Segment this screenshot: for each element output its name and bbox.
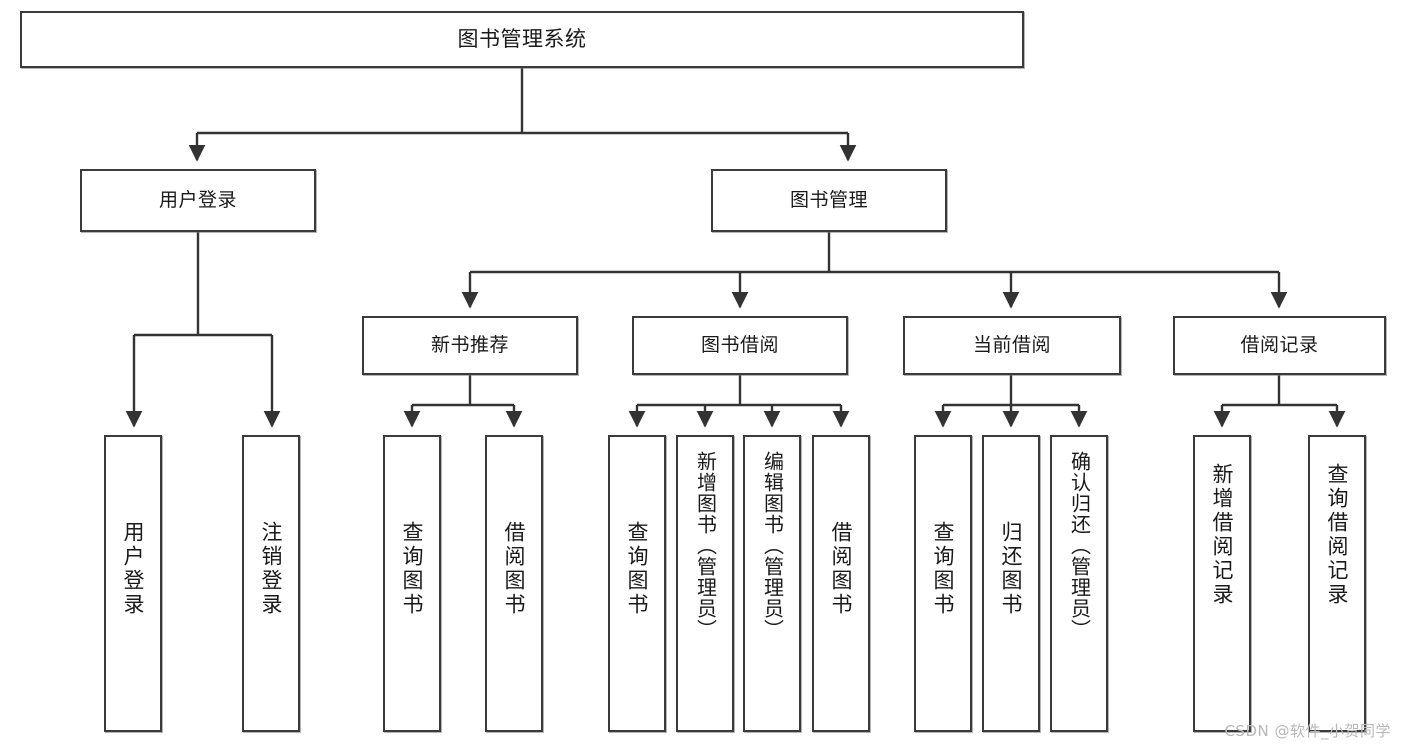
node-user-login[interactable]: 用户登录 [80,169,316,232]
node-book-management[interactable]: 图书管理 [711,169,947,232]
node-book-borrowing[interactable]: 图书借阅 [632,316,848,375]
node-current-borrowing[interactable]: 当前借阅 [903,316,1121,375]
leaf-book-borrow-add-book-admin[interactable]: 新增图书（管理员） [676,435,734,732]
leaf-current-borrow-query-book[interactable]: 查询图书 [914,435,972,732]
node-label: 查询借阅记录 [1325,463,1350,607]
node-label: 注销登录 [259,521,284,617]
node-root-system[interactable]: 图书管理系统 [20,11,1024,68]
watermark-text: CSDN @软件_小贺同学 [1224,722,1391,740]
node-label: 编辑图书（管理员） [760,451,785,640]
leaf-current-borrow-confirm-return-admin[interactable]: 确认归还（管理员） [1050,435,1108,732]
node-new-book-recommendation[interactable]: 新书推荐 [362,316,578,375]
node-label: 归还图书 [999,521,1024,617]
leaf-book-borrow-edit-book-admin[interactable]: 编辑图书（管理员） [743,435,801,732]
leaf-book-borrow-query-book[interactable]: 查询图书 [608,435,666,732]
node-label: 查询图书 [400,521,425,617]
node-borrowing-record[interactable]: 借阅记录 [1173,316,1386,375]
node-label: 借阅记录 [1240,334,1319,357]
leaf-borrow-record-add-record[interactable]: 新增借阅记录 [1193,435,1251,732]
node-label: 用户登录 [121,521,146,617]
node-label: 用户登录 [158,189,237,212]
leaf-current-borrow-return-book[interactable]: 归还图书 [982,435,1040,732]
leaf-new-book-borrow-book[interactable]: 借阅图书 [485,435,543,732]
node-label: 图书管理 [789,189,868,212]
node-label: 确认归还（管理员） [1067,451,1092,640]
node-label: 当前借阅 [972,334,1051,357]
node-label: 图书管理系统 [457,27,587,52]
leaf-new-book-query-book[interactable]: 查询图书 [383,435,441,732]
leaf-user-login-login[interactable]: 用户登录 [104,435,162,732]
node-label: 新书推荐 [430,334,509,357]
leaf-borrow-record-query-record[interactable]: 查询借阅记录 [1308,435,1366,732]
leaf-user-login-logout[interactable]: 注销登录 [242,435,300,732]
node-label: 新增借阅记录 [1210,463,1235,607]
node-label: 新增图书（管理员） [693,451,718,640]
node-label: 查询图书 [931,521,956,617]
leaf-book-borrow-borrow-book[interactable]: 借阅图书 [812,435,870,732]
node-label: 查询图书 [625,521,650,617]
node-label: 图书借阅 [700,334,779,357]
node-label: 借阅图书 [829,521,854,617]
node-label: 借阅图书 [502,521,527,617]
